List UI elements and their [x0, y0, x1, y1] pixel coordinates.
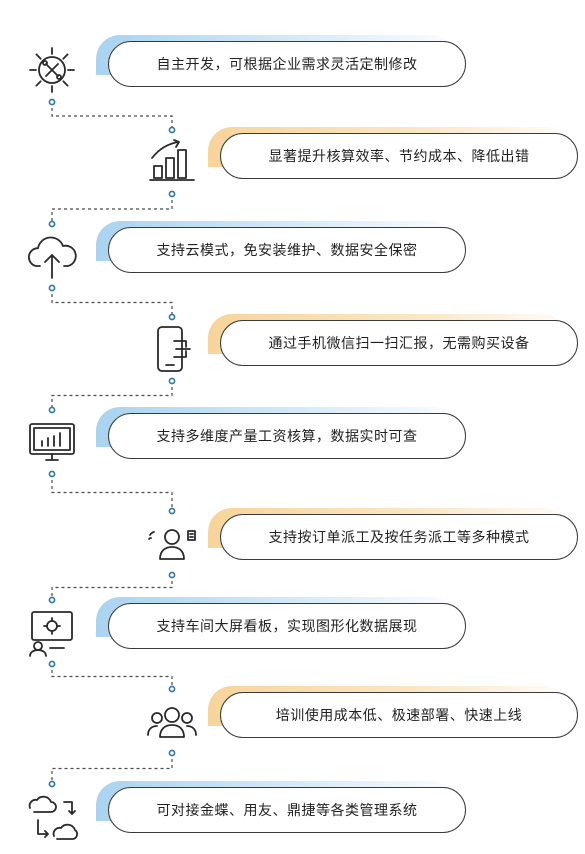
feature-pill: 支持多维度产量工资核算，数据实时可查	[96, 407, 466, 471]
feature-text: 支持车间大屏看板，实现图形化数据展现	[108, 603, 466, 649]
feature-pill: 支持云模式，免安装维护、数据安全保密	[96, 221, 466, 285]
feature-pill: 支持按订单派工及按任务派工等多种模式	[208, 508, 578, 572]
phone-scan-icon	[144, 321, 200, 377]
feature-pill: 显著提升核算效率、节约成本、降低出错	[208, 127, 578, 191]
feature-item-dispatch: 支持按订单派工及按任务派工等多种模式	[0, 501, 585, 581]
feature-text: 支持多维度产量工资核算，数据实时可查	[108, 413, 466, 459]
feature-text: 培训使用成本低、极速部署、快速上线	[220, 692, 578, 738]
feature-item-integration: 可对接金蝶、用友、鼎捷等各类管理系统	[0, 774, 585, 854]
feature-item-payroll: 支持多维度产量工资核算，数据实时可查	[0, 400, 585, 480]
feature-text: 可对接金蝶、用友、鼎捷等各类管理系统	[108, 787, 466, 833]
feature-pill: 支持车间大屏看板，实现图形化数据展现	[96, 597, 466, 661]
monitor-chart-icon	[24, 414, 80, 470]
feature-item-cloud: 支持云模式，免安装维护、数据安全保密	[0, 214, 585, 294]
feature-pill: 通过手机微信扫一扫汇报，无需购买设备	[208, 314, 578, 378]
feature-item-dashboard: 支持车间大屏看板，实现图形化数据展现	[0, 590, 585, 670]
feature-text: 自主开发，可根据企业需求灵活定制修改	[108, 41, 466, 87]
feature-text: 通过手机微信扫一扫汇报，无需购买设备	[220, 320, 578, 366]
cloud-sync-icon	[24, 788, 80, 844]
user-wireless-icon	[144, 515, 200, 571]
cloud-upload-icon	[24, 228, 80, 284]
feature-item-custom-dev: 自主开发，可根据企业需求灵活定制修改	[0, 28, 585, 108]
feature-item-training: 培训使用成本低、极速部署、快速上线	[0, 679, 585, 759]
feature-pill: 培训使用成本低、极速部署、快速上线	[208, 686, 578, 750]
feature-text: 支持按订单派工及按任务派工等多种模式	[220, 514, 578, 560]
feature-text: 支持云模式，免安装维护、数据安全保密	[108, 227, 466, 273]
gear-wrench-icon	[24, 42, 80, 98]
feature-text: 显著提升核算效率、节约成本、降低出错	[220, 133, 578, 179]
feature-pill: 可对接金蝶、用友、鼎捷等各类管理系统	[96, 781, 466, 845]
feature-item-efficiency: 显著提升核算效率、节约成本、降低出错	[0, 120, 585, 200]
feature-pill: 自主开发，可根据企业需求灵活定制修改	[96, 35, 466, 99]
growth-chart-icon	[144, 134, 200, 190]
feature-item-mobile: 通过手机微信扫一扫汇报，无需购买设备	[0, 307, 585, 387]
team-users-icon	[144, 693, 200, 749]
presenter-screen-icon	[24, 604, 80, 660]
